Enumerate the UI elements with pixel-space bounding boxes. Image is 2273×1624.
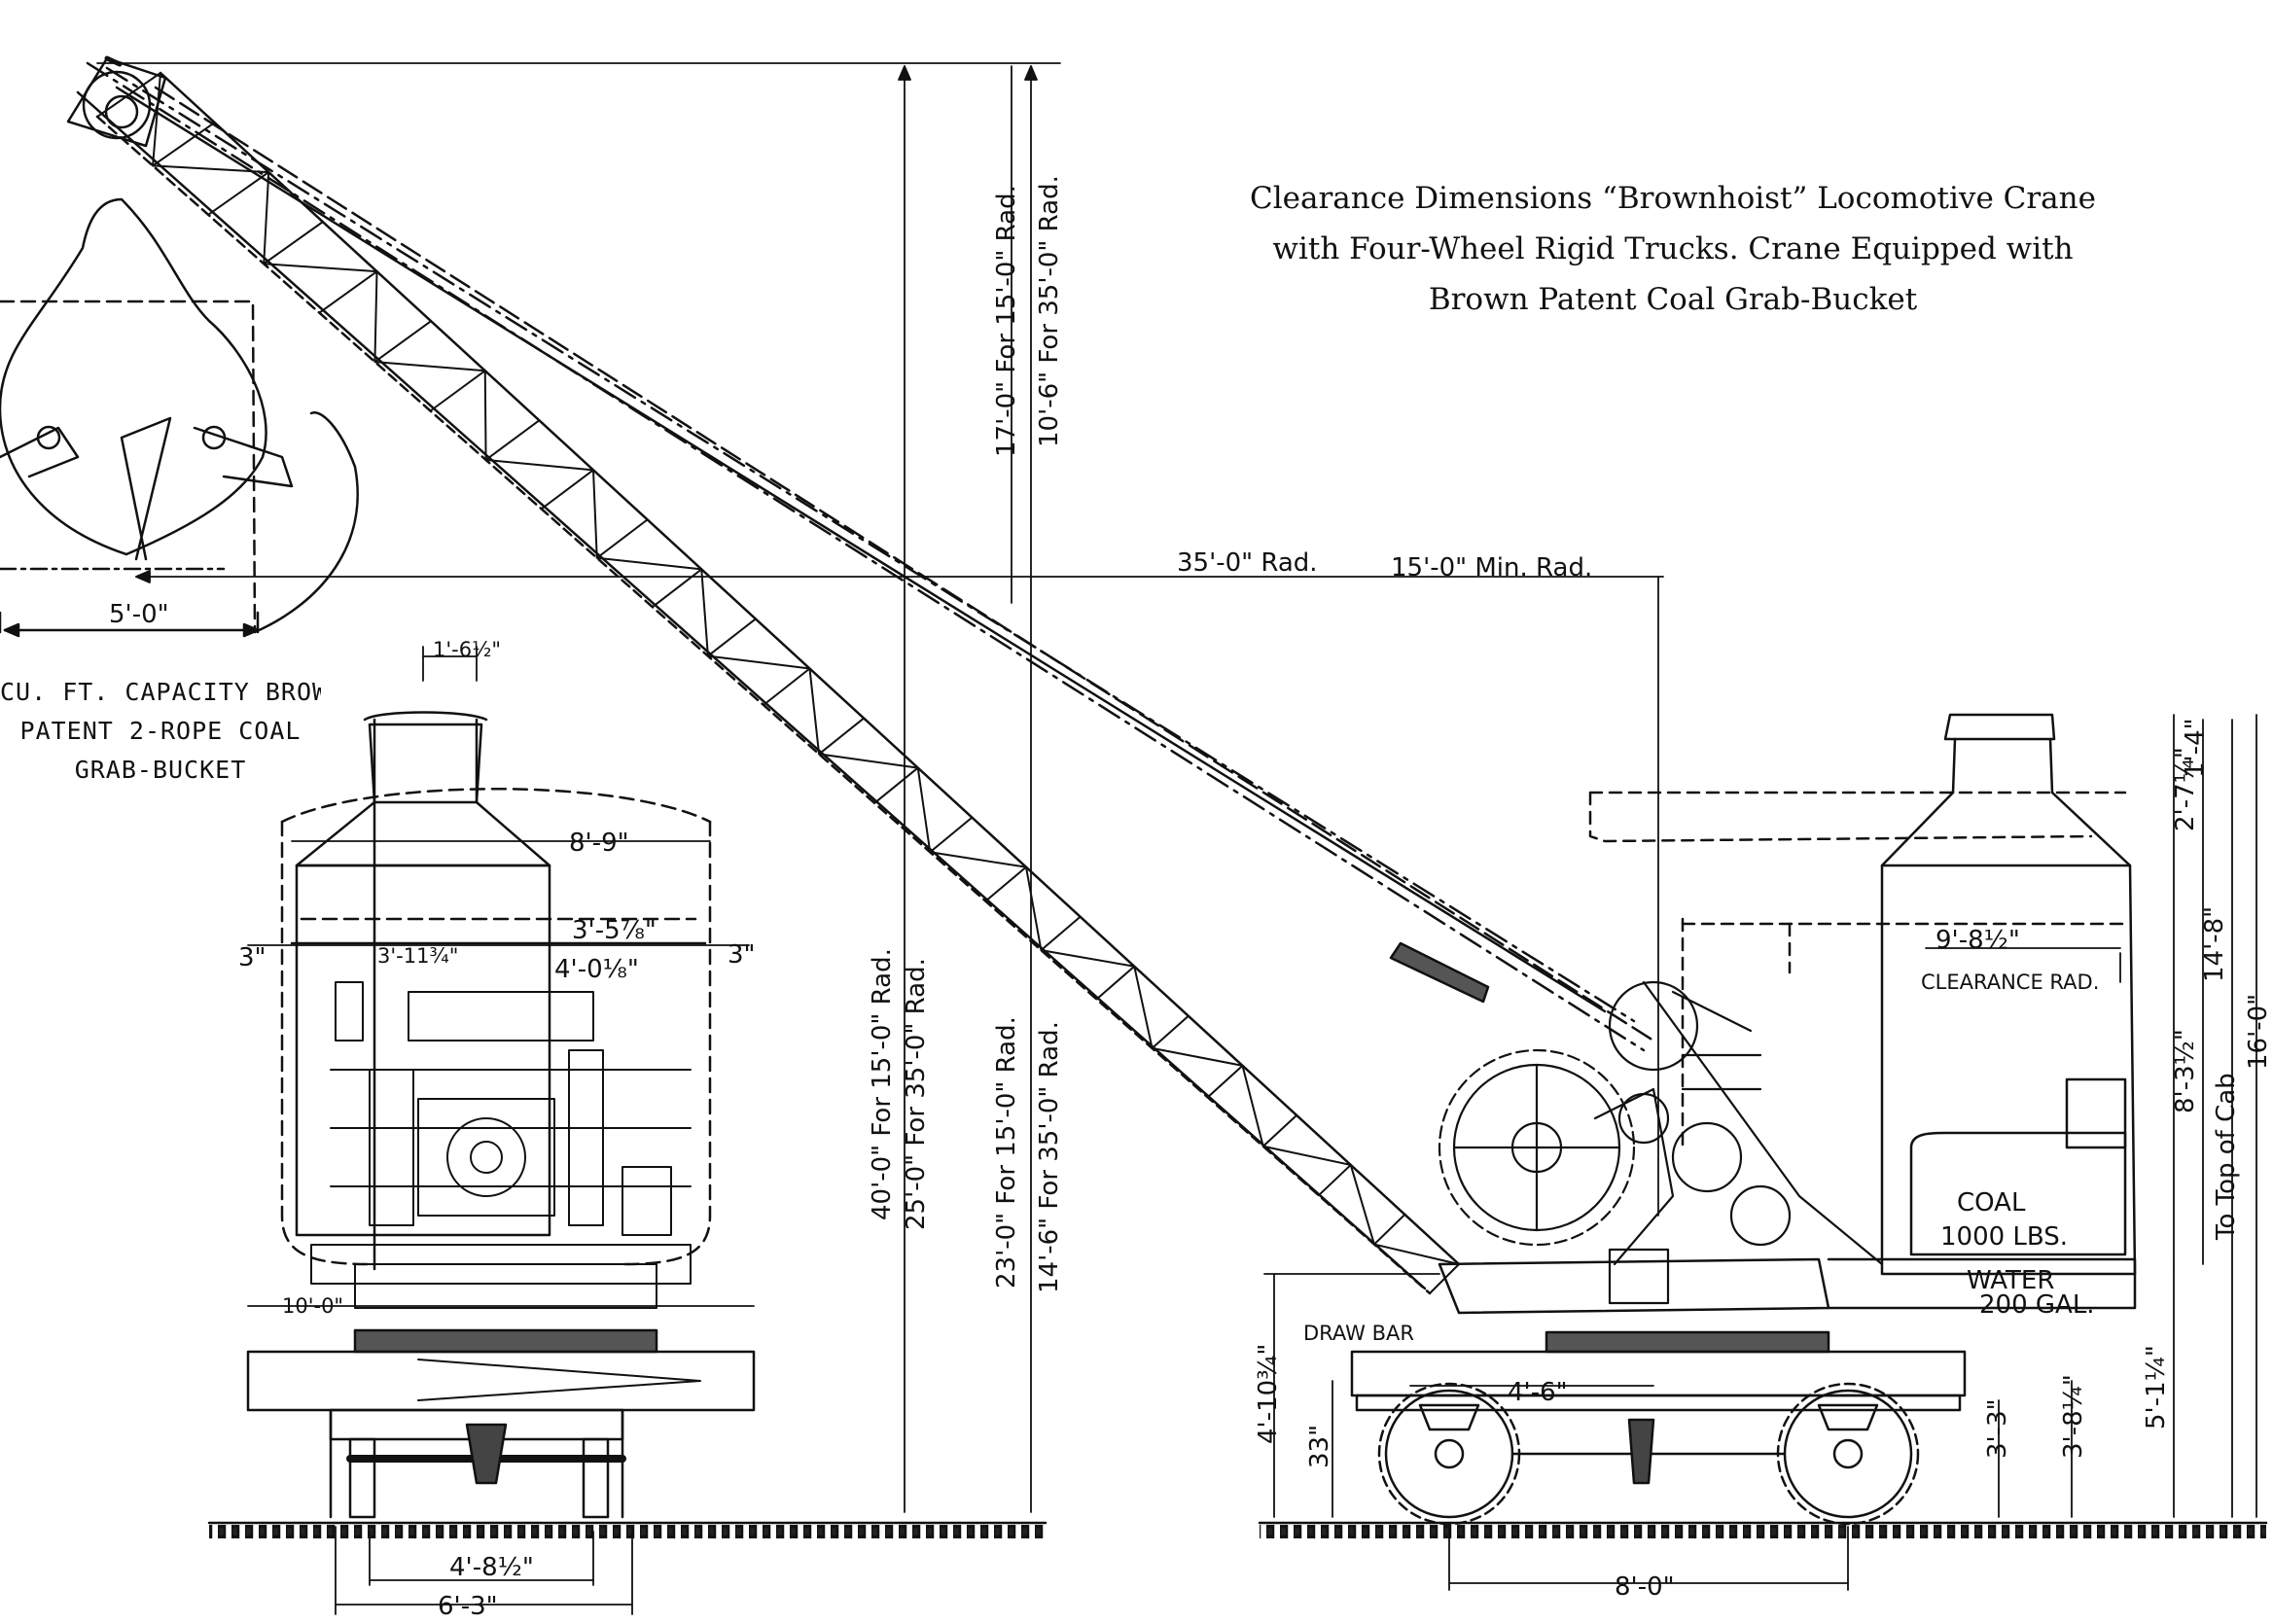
h-3-8-label: 3'-8¼" (2059, 1374, 2088, 1459)
h-2-7-label: 2'-7¼" (2171, 747, 2200, 831)
h-3-3-label: 3'-3" (1983, 1398, 2012, 1459)
coal-label: COAL (1957, 1188, 2026, 1218)
cab-left-half-label: 3'-11¾" (377, 944, 458, 968)
radius-35-label: 35'-0" Rad. (1177, 548, 1318, 578)
grab-bucket (0, 197, 359, 634)
h-14-8-label: 14'-8" (2200, 906, 2229, 982)
wheelbase-label: 8'-0" (1615, 1572, 1675, 1602)
bucket-label-line-2: PATENT 2-ROPE COAL (19, 717, 302, 745)
bucket-width-label: 5'-0" (109, 600, 169, 629)
water-value: 200 GAL. (1979, 1290, 2095, 1320)
cab-right-offset-label: 3" (728, 940, 756, 970)
vert-25-label: 25'-0" For 35'-0" Rad. (902, 958, 931, 1230)
to-top-of-cab-label: To Top of Cab (2212, 1073, 2241, 1241)
bucket-label-line-3: GRAB-BUCKET (74, 756, 247, 784)
cab-half-lower-label: 4'-0⅛" (554, 955, 639, 984)
vert-10-6-label: 10'-6" For 35'-0" Rad. (1035, 175, 1064, 447)
truck-width-label: 6'-3" (438, 1592, 498, 1621)
bucket-label: CU. FT. CAPACITY BROWN PATENT 2-ROPE COA… (0, 673, 321, 790)
clearance-rad-label: 9'-8½" (1936, 926, 2020, 955)
frame-width-label: 10'-0" (282, 1294, 343, 1318)
truck-spacing-label: 4'-6" (1508, 1378, 1568, 1407)
clearance-rad-text: CLEARANCE RAD. (1921, 971, 2099, 994)
vert-23-label: 23'-0" For 15'-0" Rad. (992, 1016, 1021, 1289)
h-33-label: 33" (1305, 1425, 1334, 1468)
vert-14-6-label: 14'-6" For 35'-0" Rad. (1035, 1021, 1064, 1293)
side-view-frame (1350, 1257, 2137, 1412)
caption-line-3: Brown Patent Coal Grab-Bucket (1428, 282, 1918, 317)
side-view-machinery (1438, 980, 1884, 1305)
bucket-width-dimension: 5'-0" (3, 600, 260, 638)
h-8-3-label: 8'-3½" (2171, 1029, 2200, 1113)
side-view-dimensions: 4'-10¾" 33" DRAW BAR 4'-6" 8'-0" 3'-3" 3… (1254, 714, 2273, 1602)
h-4-10-label: 4'-10¾" (1254, 1344, 1283, 1444)
bucket-label-line-1: CU. FT. CAPACITY BROWN (0, 678, 321, 706)
side-view-wheels (1377, 1382, 1920, 1526)
vert-17-label: 17'-0" For 15'-0" Rad. (992, 185, 1021, 457)
drawing-caption: Clearance Dimensions “Brownhoist” Locomo… (1225, 173, 2120, 325)
caption-line-2: with Four-Wheel Rigid Trucks. Crane Equi… (1272, 231, 2074, 266)
axle-gauge-label: 4'-8½" (449, 1553, 534, 1582)
cab-left-offset-label: 3" (238, 943, 266, 972)
boom-height-dimensions: 17'-0" For 15'-0" Rad. 10'-6" For 35'-0"… (96, 62, 1664, 1513)
h-16-0-label: 16'-0" (2244, 994, 2273, 1070)
ground-line (207, 1521, 2268, 1538)
capacity-labels: COAL 1000 LBS. WATER 200 GAL. (1940, 1188, 2095, 1320)
water-label: WATER (1967, 1266, 2054, 1295)
stack-width-label: 1'-6½" (433, 638, 501, 661)
front-view-cab (280, 711, 712, 1271)
crane-boom (76, 61, 1655, 1295)
h-1-4-label: 1'-4" (2181, 718, 2210, 778)
radius-15-label: 15'-0" Min. Rad. (1391, 553, 1592, 583)
front-view-machinery (310, 981, 692, 1309)
coal-value: 1000 LBS. (1940, 1222, 2068, 1252)
draw-bar-label: DRAW BAR (1303, 1322, 1414, 1345)
caption-line-1: Clearance Dimensions “Brownhoist” Locomo… (1250, 181, 2096, 216)
vert-40-label: 40'-0" For 15'-0" Rad. (868, 948, 897, 1220)
cab-half-upper-label: 3'-5⅞" (572, 916, 657, 945)
front-view-dimensions: 1'-6½" 8'-9" 3" 3" 3'-11¾" 3'-5⅞" 4'-0⅛"… (238, 638, 756, 1621)
front-view-truck (246, 1328, 756, 1519)
h-5-1-label: 5'-1¼" (2142, 1345, 2171, 1430)
cab-top-width-label: 8'-9" (569, 829, 629, 858)
side-view-cab (1588, 713, 2137, 1276)
